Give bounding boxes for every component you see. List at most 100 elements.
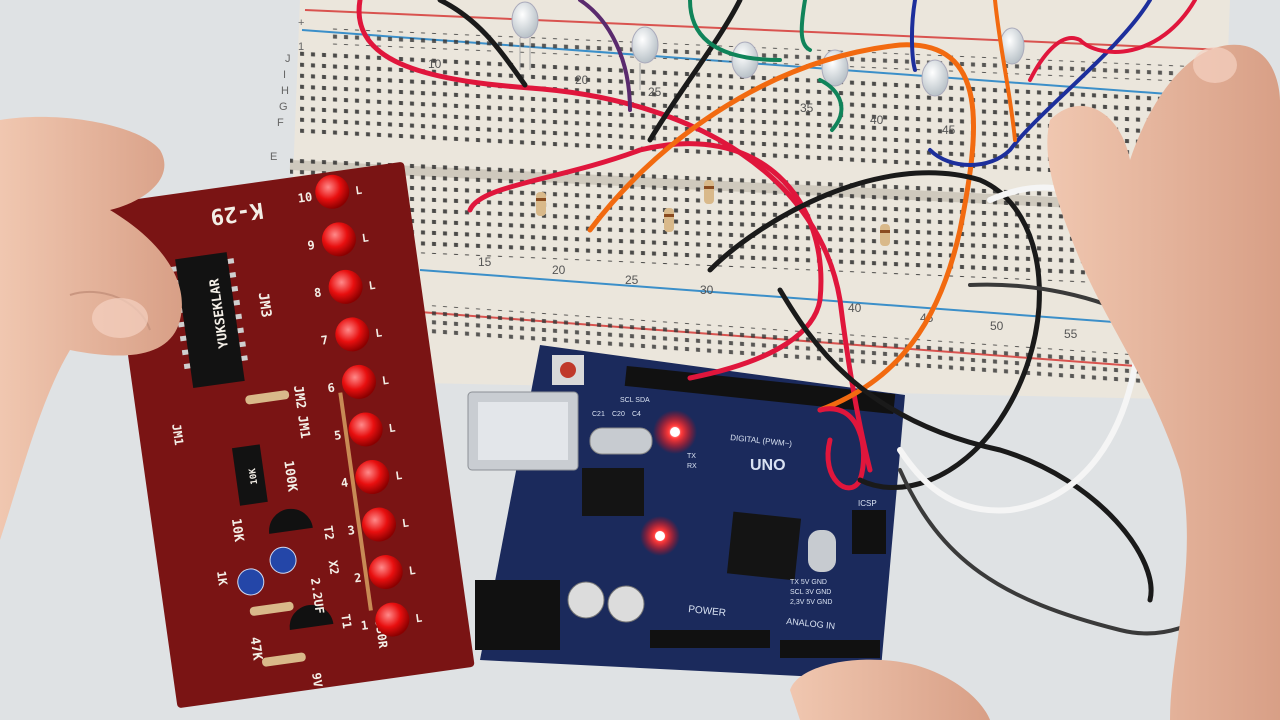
col-number: 25 — [648, 85, 662, 99]
resistor-marking: 10K — [248, 467, 260, 485]
icsp-header — [852, 510, 886, 554]
label-1k: 1K — [214, 570, 230, 587]
row-letter-g: G — [279, 101, 288, 113]
led-number: 8 — [313, 285, 322, 300]
col-number: 55 — [1064, 327, 1078, 341]
tx-label: TX — [687, 453, 696, 460]
crystal — [808, 530, 836, 572]
led-tag: L — [375, 326, 384, 340]
led-tag: L — [381, 374, 390, 388]
col-number: 40 — [870, 113, 884, 127]
led-number: 1 — [360, 618, 369, 633]
row-letter-j: J — [285, 53, 291, 65]
purple-wire — [578, 0, 632, 112]
status-led — [670, 427, 680, 437]
led-tag: L — [361, 231, 370, 245]
blue-wire — [928, 0, 1152, 167]
transistor-t2 — [269, 508, 313, 534]
transistor-t1 — [289, 604, 334, 630]
resistor-100k — [231, 444, 268, 506]
col-number: 15 — [478, 255, 492, 269]
power-header — [650, 630, 770, 648]
col-number: 45 — [942, 123, 956, 137]
label-t1: T1 — [338, 613, 354, 629]
pin-label: SCL 3V GND — [790, 589, 831, 596]
label-t2: T2 — [321, 525, 337, 541]
fingernail — [92, 298, 148, 338]
black-wire — [437, 0, 528, 88]
pin-label: 2,3V 5V GND — [790, 599, 832, 606]
col-number: 20 — [552, 263, 566, 277]
orange-wire — [587, 42, 976, 413]
analog-header — [780, 640, 880, 658]
rail-one-label: 1 — [298, 41, 304, 53]
green-wire — [799, 0, 812, 52]
led-number: 7 — [320, 333, 329, 348]
led-tag: L — [368, 279, 377, 293]
led-number: 4 — [340, 475, 349, 490]
led-tag: L — [401, 516, 410, 530]
pin-label: TX 5V GND — [790, 579, 827, 586]
resistor — [664, 208, 674, 232]
clear-led — [921, 59, 949, 97]
green-wire — [818, 78, 844, 132]
label-jm: JM1 — [169, 423, 186, 446]
arduino-uno-board: UNO DIGITAL (PWM~) POWER ANALOG IN ICSP … — [467, 345, 905, 680]
red-wire — [1028, 0, 1197, 82]
row-letter-f: F — [277, 117, 284, 129]
ic-chip — [175, 252, 245, 389]
cap-label: C4 — [632, 411, 641, 418]
clear-led — [511, 1, 539, 70]
icsp-label: ICSP — [858, 499, 877, 508]
black-wire — [707, 170, 1042, 490]
solder-trace — [338, 392, 373, 611]
right-hand — [1047, 44, 1280, 720]
resistor — [536, 192, 546, 216]
col-number: 25 — [625, 273, 639, 287]
rx-label: RX — [687, 463, 697, 470]
microcontroller-chip — [726, 511, 802, 581]
resistor — [880, 224, 890, 246]
scl-sda-label: SCL SDA — [620, 397, 650, 404]
col-number: 10 — [428, 57, 442, 71]
label-100k: 100K — [280, 460, 299, 493]
power-label: POWER — [688, 604, 727, 619]
ic-pins — [170, 258, 248, 370]
label-jm3: JM3 — [255, 291, 274, 318]
col-number: 30 — [700, 283, 714, 297]
cap-label: C20 — [612, 411, 625, 418]
electrolytic-capacitor — [567, 581, 605, 619]
col-number: 40 — [848, 301, 862, 315]
label-10k: 10K — [228, 517, 246, 543]
usb-serial-chip — [582, 468, 644, 516]
row-letter-i: I — [283, 69, 286, 81]
finger-bottom — [790, 659, 990, 720]
orange-wire — [993, 0, 1017, 142]
row-letter-h: H — [281, 85, 289, 97]
led-tag: L — [388, 421, 397, 435]
fingernail — [1193, 47, 1237, 83]
label-cap: 2.2UF — [308, 577, 327, 615]
led-tag: L — [354, 184, 363, 198]
row-letter-e: E — [270, 151, 277, 163]
led-tag: L — [408, 564, 417, 578]
led-number: 5 — [333, 428, 342, 443]
col-number: 20 — [575, 73, 589, 87]
resistor-47k — [249, 601, 294, 616]
label-x2: X2 — [326, 559, 342, 575]
col-number: 50 — [990, 319, 1004, 333]
board-model-label: UNO — [750, 457, 786, 474]
label-jm2: JM2 — [290, 384, 308, 409]
